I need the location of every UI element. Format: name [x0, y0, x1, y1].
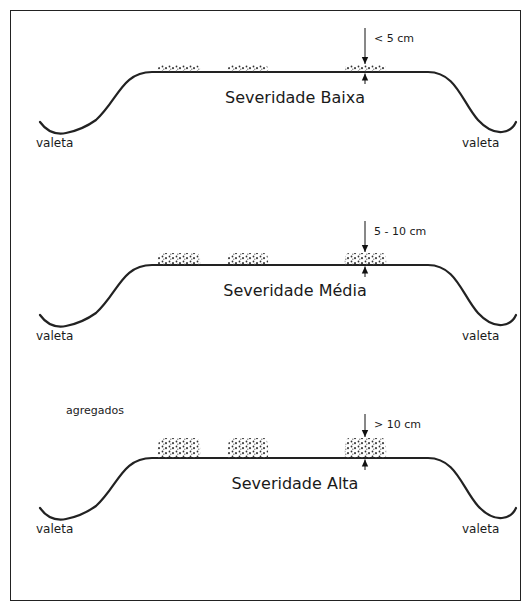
aggregate-pile — [345, 65, 386, 72]
aggregate-pile — [158, 438, 200, 458]
severity-title: Severidade Baixa — [225, 88, 365, 107]
dimension-arrow — [365, 267, 366, 278]
ditch-label: valeta — [36, 136, 73, 150]
dimension-arrow — [365, 28, 366, 64]
severity-title: Severidade Alta — [232, 474, 359, 493]
ditch-label: valeta — [462, 136, 499, 150]
road-profile — [40, 458, 516, 520]
dimension-label: 5 - 10 cm — [374, 225, 426, 238]
ditch-label: valeta — [462, 329, 499, 343]
dimension-arrow — [365, 221, 366, 252]
dimension-arrow — [365, 414, 366, 437]
aggregate-pile — [158, 253, 200, 265]
aggregate-pile — [158, 65, 200, 72]
road-profile — [40, 72, 516, 134]
frame — [11, 11, 521, 601]
aggregate-pile — [228, 65, 268, 72]
road-profile — [40, 265, 516, 327]
severity-title: Severidade Média — [223, 281, 366, 300]
dimension-arrow — [365, 460, 366, 471]
aggregate-label: agregados — [66, 404, 124, 417]
dimension-arrow — [365, 74, 366, 85]
aggregate-pile — [228, 253, 268, 265]
aggregate-pile — [228, 438, 268, 458]
ditch-label: valeta — [36, 329, 73, 343]
aggregate-pile — [345, 253, 386, 265]
dimension-label: > 10 cm — [374, 418, 421, 431]
ditch-label: valeta — [36, 522, 73, 536]
aggregate-pile — [345, 438, 386, 458]
ditch-label: valeta — [462, 522, 499, 536]
dimension-label: < 5 cm — [374, 32, 414, 45]
